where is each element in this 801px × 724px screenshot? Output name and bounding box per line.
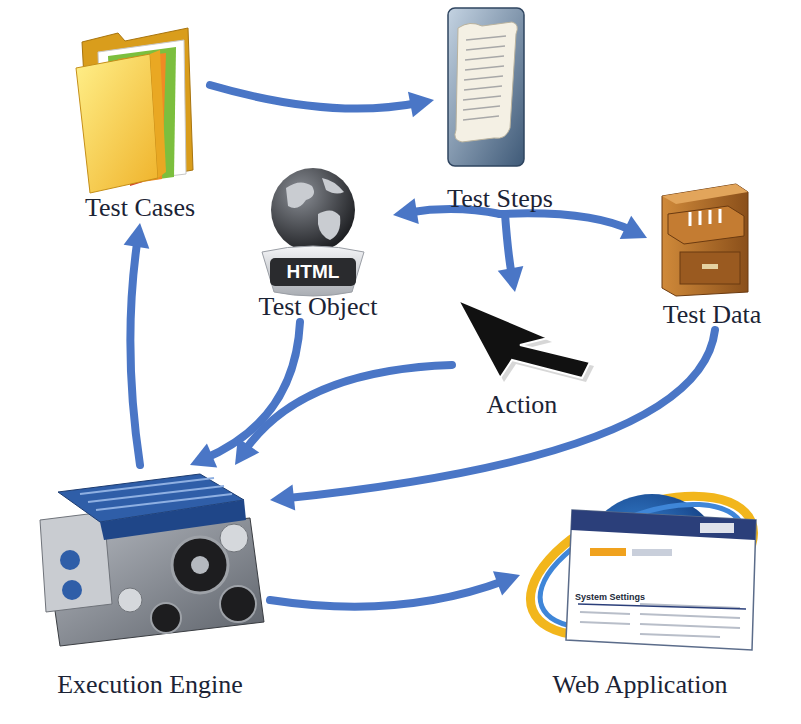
icon-space: [150, 465, 151, 670]
engine-icon: [40, 474, 264, 646]
arrow-head: [493, 571, 520, 595]
node-label: Test Data: [663, 300, 762, 330]
icon-space: [712, 180, 713, 300]
icon-space: [522, 292, 523, 390]
globe-icon: [262, 168, 364, 296]
arrow-line: [130, 239, 140, 465]
cabinet-icon: [662, 184, 748, 296]
icon-node: Test Steps: [434, 4, 566, 214]
flow-arrow: [210, 85, 434, 117]
icon-node: Test Data: [647, 180, 777, 330]
arrow-line: [244, 365, 452, 452]
arrow-head: [235, 438, 259, 465]
arrow-line: [286, 330, 715, 498]
flow-arrow: [270, 571, 520, 606]
node-label: Test Object: [259, 292, 378, 322]
arrow-head: [393, 198, 419, 224]
node-label: Execution Engine: [57, 670, 243, 700]
folder-icon: [76, 28, 193, 193]
arrow-head: [620, 216, 647, 239]
cursor-icon: [458, 300, 594, 382]
arrow-head: [408, 92, 434, 118]
icon-node: Test Cases: [70, 28, 210, 223]
node-label: Test Cases: [85, 193, 195, 223]
arrow-line: [500, 213, 633, 231]
flow-arrow: [235, 365, 452, 465]
arrow-line: [270, 581, 505, 607]
node-label: Test Steps: [447, 184, 553, 214]
icon-node: HTML Test Object: [243, 172, 393, 322]
node-label: Action: [487, 390, 558, 420]
icon-node: Action: [452, 292, 592, 420]
node-label: Web Application: [553, 670, 728, 700]
document-icon: [448, 8, 524, 166]
icon-space: [500, 4, 501, 184]
arrow-line: [505, 214, 512, 276]
badge-text: HTML: [287, 261, 340, 283]
icon-node: Web Application: [520, 470, 760, 700]
flow-arrow: [190, 322, 300, 467]
flow-arrow: [498, 214, 524, 292]
screen-text: System Settings: [575, 592, 645, 603]
icon-space: [640, 470, 641, 670]
icon-space: [140, 28, 141, 193]
web-app-icon: [511, 468, 773, 664]
arrow-head: [190, 444, 217, 468]
arrow-head: [124, 223, 150, 249]
arrow-head: [498, 266, 524, 292]
arrow-line: [210, 85, 418, 109]
flow-arrow: [500, 213, 647, 239]
icon-node: Execution Engine: [30, 465, 270, 700]
arrow-head: [270, 485, 295, 511]
flow-arrow: [124, 223, 150, 465]
flow-arrow: [270, 330, 715, 510]
